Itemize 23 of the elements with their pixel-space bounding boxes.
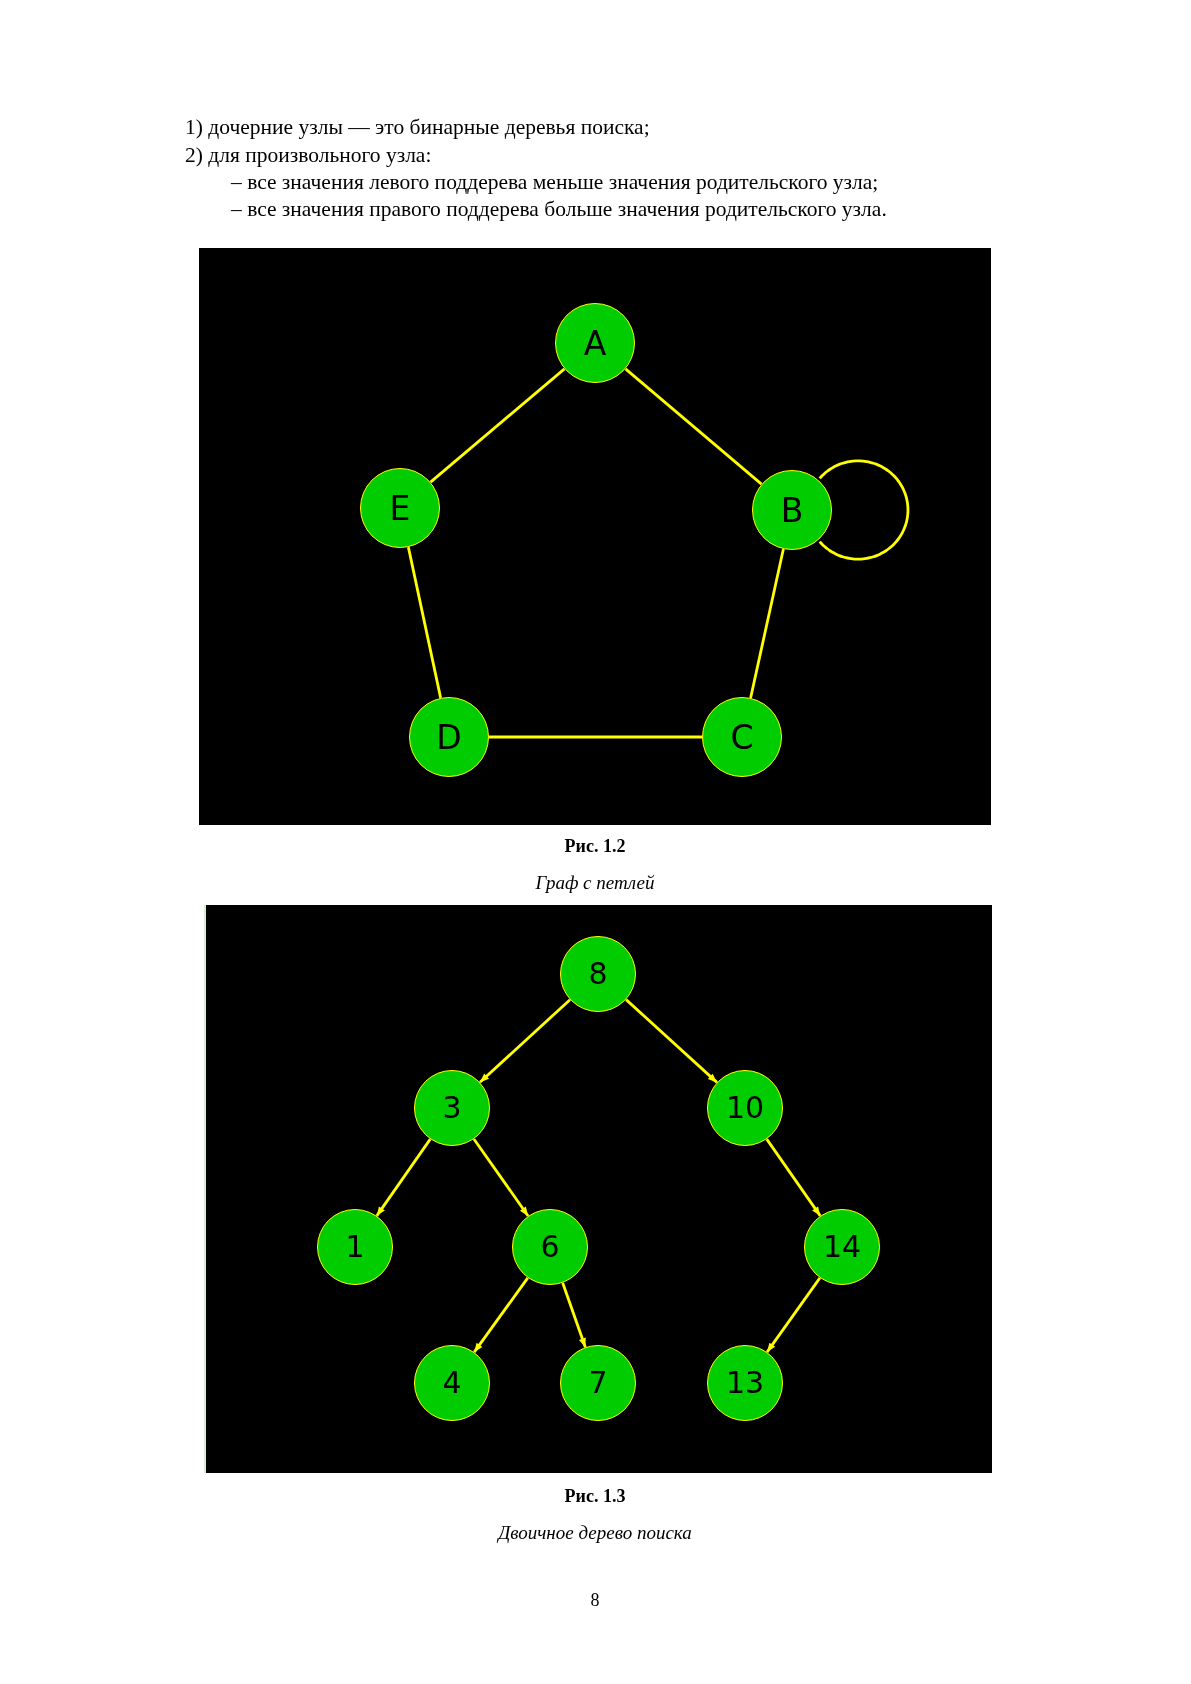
edge-line	[749, 548, 785, 699]
edge-line	[407, 546, 442, 699]
edge-line	[489, 735, 702, 739]
figure-number: Рис. 1.2	[564, 836, 626, 857]
arrow	[375, 1138, 432, 1217]
figure-caption: Двоичное дерево поиска	[498, 1521, 692, 1544]
list-item: 1) дочерние узлы — это бинарные деревья поиска;	[185, 115, 650, 140]
page-number: 8	[590, 1590, 600, 1611]
loop-edge	[818, 459, 910, 561]
figure-number: Рис. 1.3	[564, 1486, 626, 1507]
arrow	[472, 1138, 530, 1217]
edge-line	[624, 367, 763, 486]
arrow	[765, 1277, 822, 1353]
arrow	[479, 998, 571, 1084]
figure-caption: Граф с петлей	[535, 871, 655, 894]
arrow	[473, 1277, 529, 1353]
arrow	[561, 1282, 587, 1348]
edge-line	[429, 367, 566, 484]
arrow	[625, 998, 718, 1084]
arrow	[765, 1138, 822, 1217]
list-item: 2) для произвольного узла:	[185, 143, 432, 168]
list-item: – все значения правого поддерева больше значения родительского узла.	[231, 197, 887, 222]
list-item: – все значения левого поддерева меньше значения родительского узла;	[231, 170, 879, 195]
